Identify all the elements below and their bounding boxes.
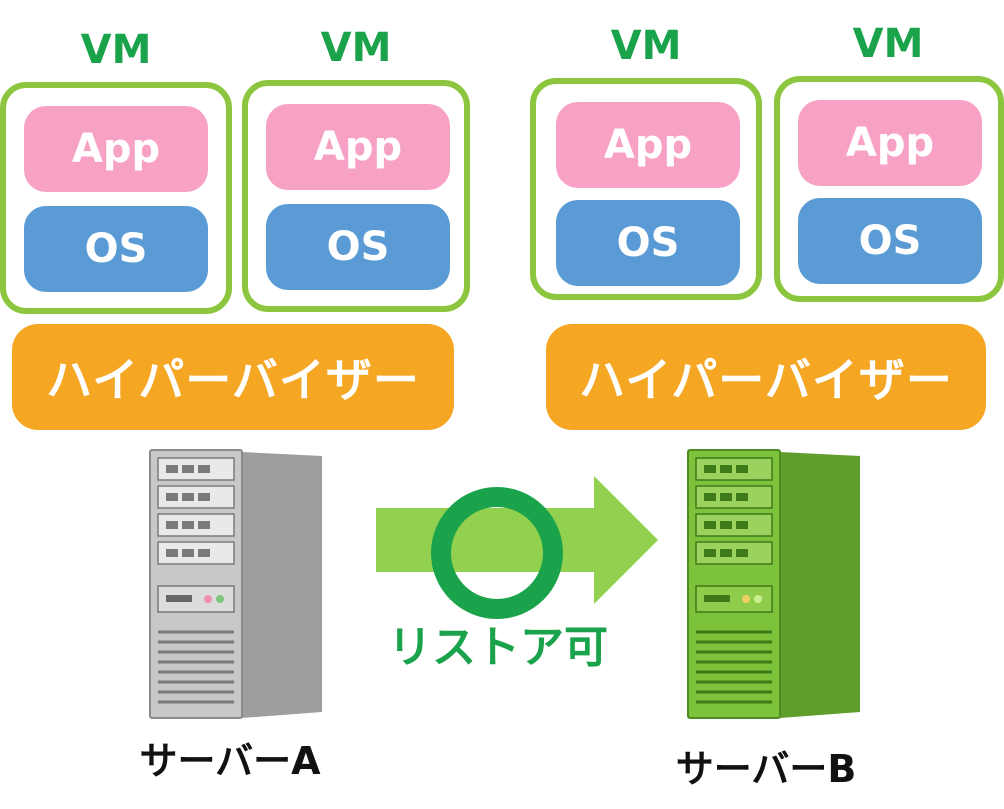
- server-a-label: サーバーA: [139, 739, 321, 783]
- os-box: OS: [24, 206, 208, 292]
- server-a-icon: [149, 449, 322, 719]
- circle-ok-icon: [431, 487, 563, 619]
- server-b-icon: [687, 449, 860, 719]
- vm-label: VM: [320, 25, 392, 71]
- hypervisor-bar: ハイパーバイザー: [12, 324, 454, 430]
- os-box: OS: [798, 198, 982, 284]
- vm-label: VM: [80, 27, 152, 73]
- hypervisor-bar: ハイパーバイザー: [546, 324, 986, 430]
- os-box: OS: [556, 200, 740, 286]
- vm-label: VM: [852, 21, 924, 67]
- app-box: App: [24, 106, 208, 192]
- restore-possible-label: リストア可: [388, 622, 608, 673]
- app-box: App: [798, 100, 982, 186]
- vm-label: VM: [610, 23, 682, 69]
- app-box: App: [266, 104, 450, 190]
- server-b-label: サーバーB: [675, 747, 857, 791]
- app-box: App: [556, 102, 740, 188]
- os-box: OS: [266, 204, 450, 290]
